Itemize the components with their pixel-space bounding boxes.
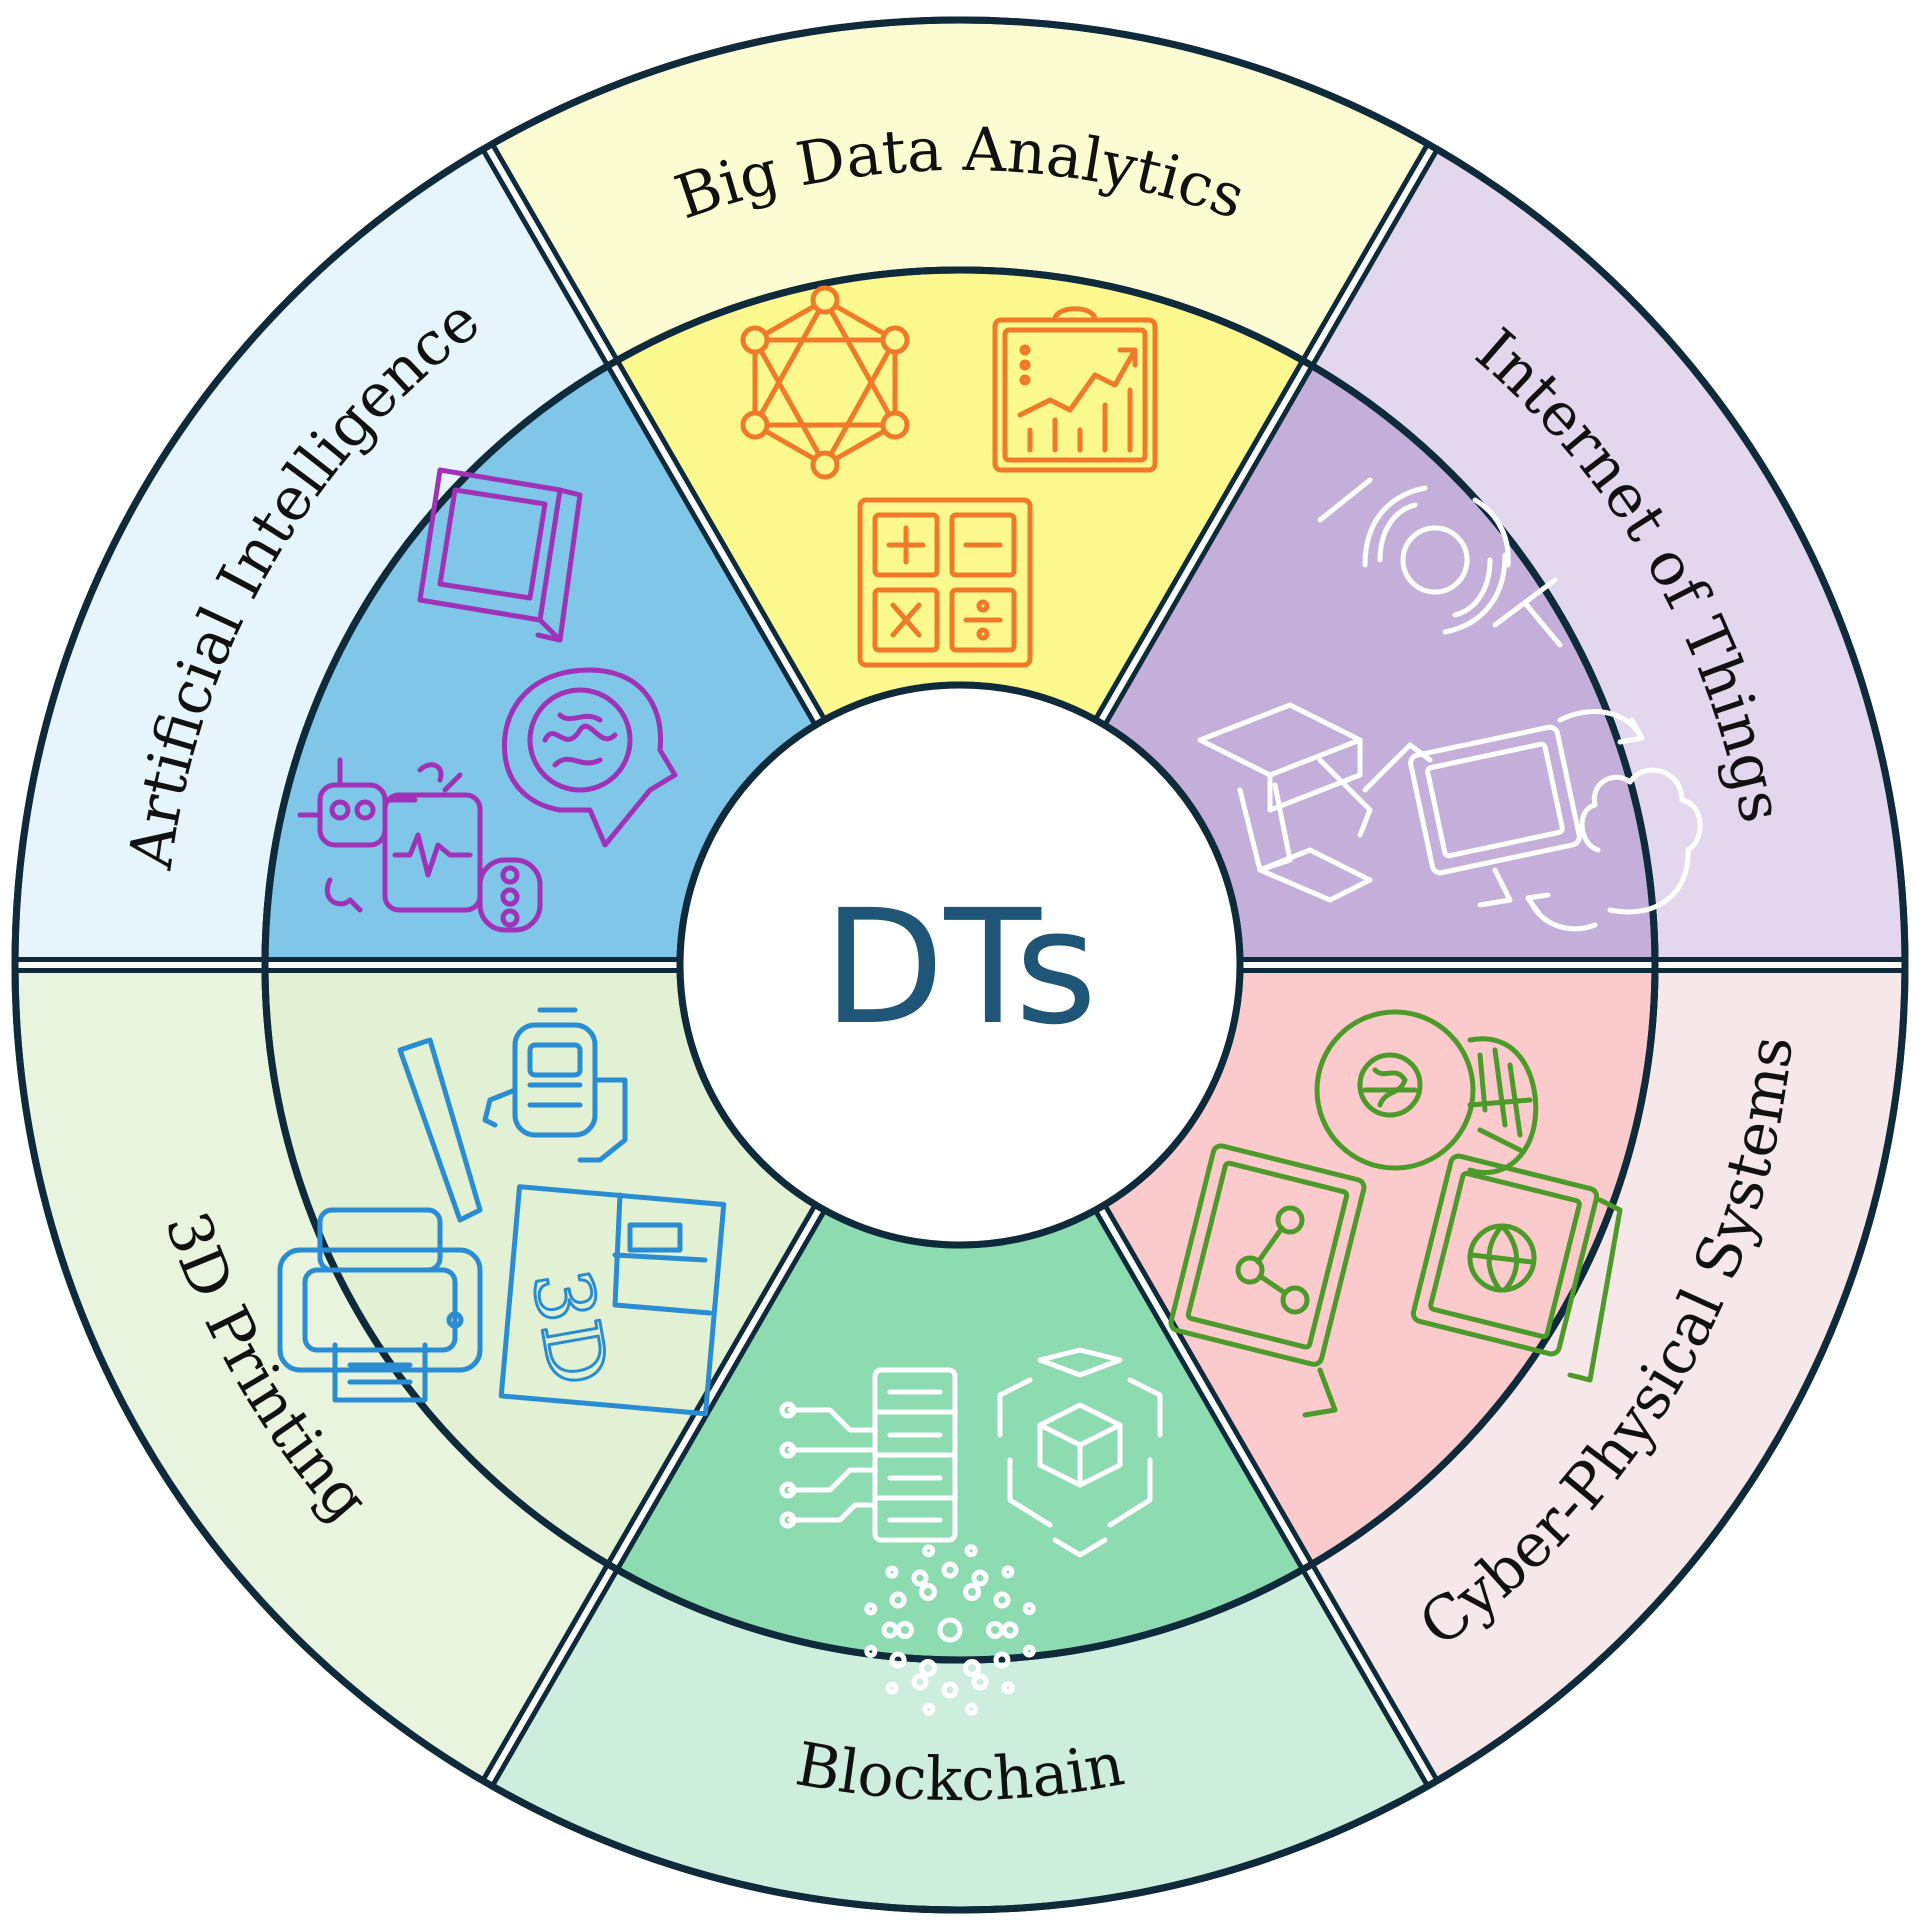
laptop-globe-icon xyxy=(1410,1153,1623,1383)
monitor-cloud-sync-icon xyxy=(1408,709,1703,932)
drill-machine-icon xyxy=(397,1007,628,1223)
separator-line xyxy=(474,1199,830,1798)
separator-edge xyxy=(1102,148,1440,727)
center-label: DTs xyxy=(823,876,1097,1060)
block-cubes-icon xyxy=(997,1347,1163,1558)
globe-brain-icon xyxy=(1314,1009,1539,1176)
analytics-board-icon xyxy=(992,306,1158,473)
network-hexagon-icon xyxy=(740,285,910,480)
separator-edge xyxy=(490,1208,827,1788)
3d-blueprint-icon: 3D xyxy=(498,1184,727,1417)
separator-edge xyxy=(1093,1208,1430,1788)
separator-line xyxy=(1090,1199,1446,1798)
dot-ring-icon xyxy=(864,1544,1036,1716)
separator-edge xyxy=(1093,142,1430,722)
separator-gaps xyxy=(3,16,1917,1914)
separator-edge xyxy=(480,148,818,727)
monitor-share-icon xyxy=(1168,1143,1367,1418)
middle-ring-border xyxy=(261,266,1659,1664)
separator-line xyxy=(474,132,830,731)
robot-arm-icon xyxy=(1197,702,1433,903)
separator-line xyxy=(1090,132,1446,731)
robot-icon xyxy=(297,757,543,933)
separator-edge xyxy=(480,1203,818,1782)
center-hub xyxy=(676,681,1244,1249)
separator-edge xyxy=(490,142,827,722)
iot-signal-icon xyxy=(1317,477,1563,648)
icons-layer: 3D xyxy=(277,285,1703,1716)
calculator-icon xyxy=(857,497,1033,668)
server-circuit-icon xyxy=(779,1367,958,1543)
laptop-icon xyxy=(417,467,583,643)
brain-head-icon xyxy=(501,667,678,848)
3d-printer-icon xyxy=(277,1207,483,1403)
separator-edge xyxy=(1102,1203,1440,1782)
blueprint-3d-text: 3D xyxy=(514,1263,626,1392)
outer-ring-border xyxy=(11,16,1909,1914)
